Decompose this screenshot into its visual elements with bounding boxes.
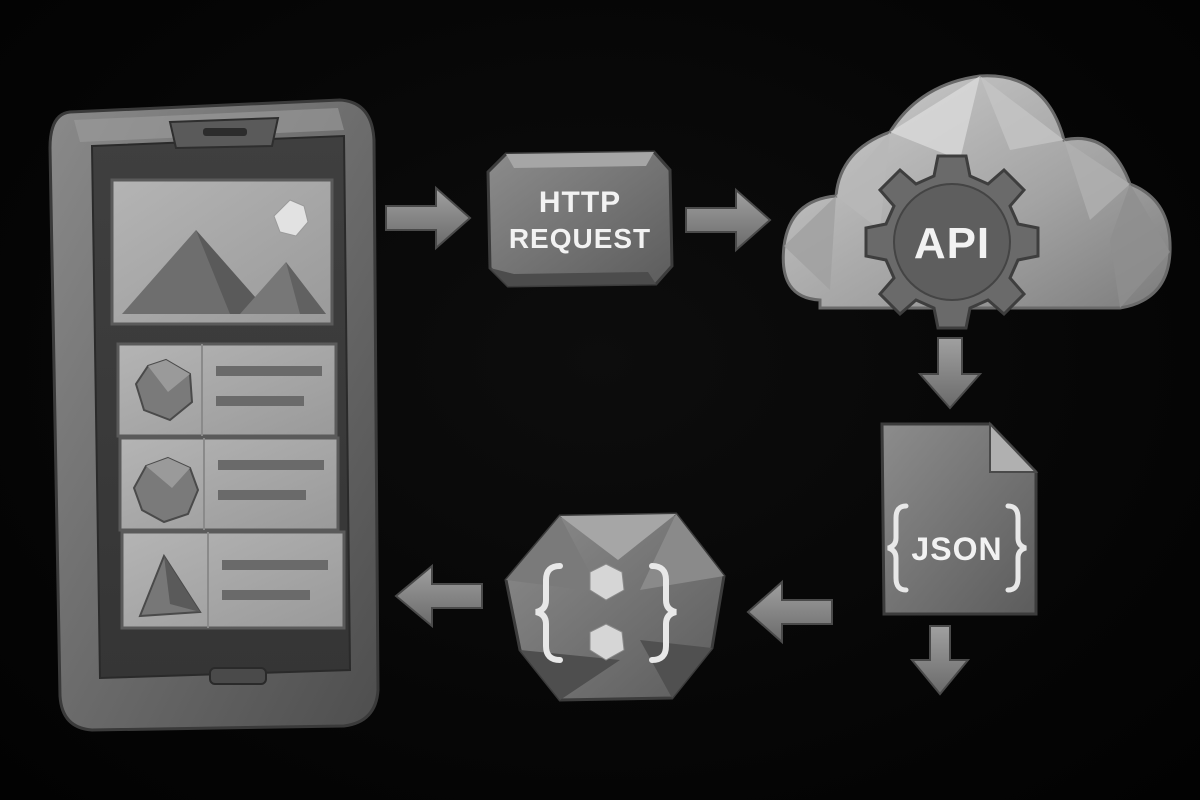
arrow-right-icon: [685, 187, 772, 253]
arrow-down-icon: [909, 625, 971, 696]
curly-braces-parser-icon: [504, 512, 726, 702]
json-label: JSON: [911, 531, 1002, 567]
sun-icon: [273, 199, 309, 237]
json-document-icon: JSON: [880, 421, 1039, 616]
arrow-left-icon: [746, 579, 833, 645]
http-request-label-line2: REQUEST: [509, 223, 651, 254]
list-item-card: [118, 436, 340, 532]
arrow-down-icon: [917, 337, 983, 410]
list-item-card: [116, 342, 338, 438]
list-item-card: [120, 530, 346, 630]
image-placeholder-card: [110, 178, 334, 326]
gear-icon: API: [864, 154, 1040, 330]
http-request-node: HTTP REQUEST: [486, 150, 674, 288]
api-label: API: [914, 219, 990, 268]
arrow-left-icon: [394, 563, 483, 629]
arrow-right-icon: [385, 185, 472, 251]
http-request-label-line1: HTTP: [539, 186, 621, 219]
mobile-phone-icon: [48, 98, 380, 732]
